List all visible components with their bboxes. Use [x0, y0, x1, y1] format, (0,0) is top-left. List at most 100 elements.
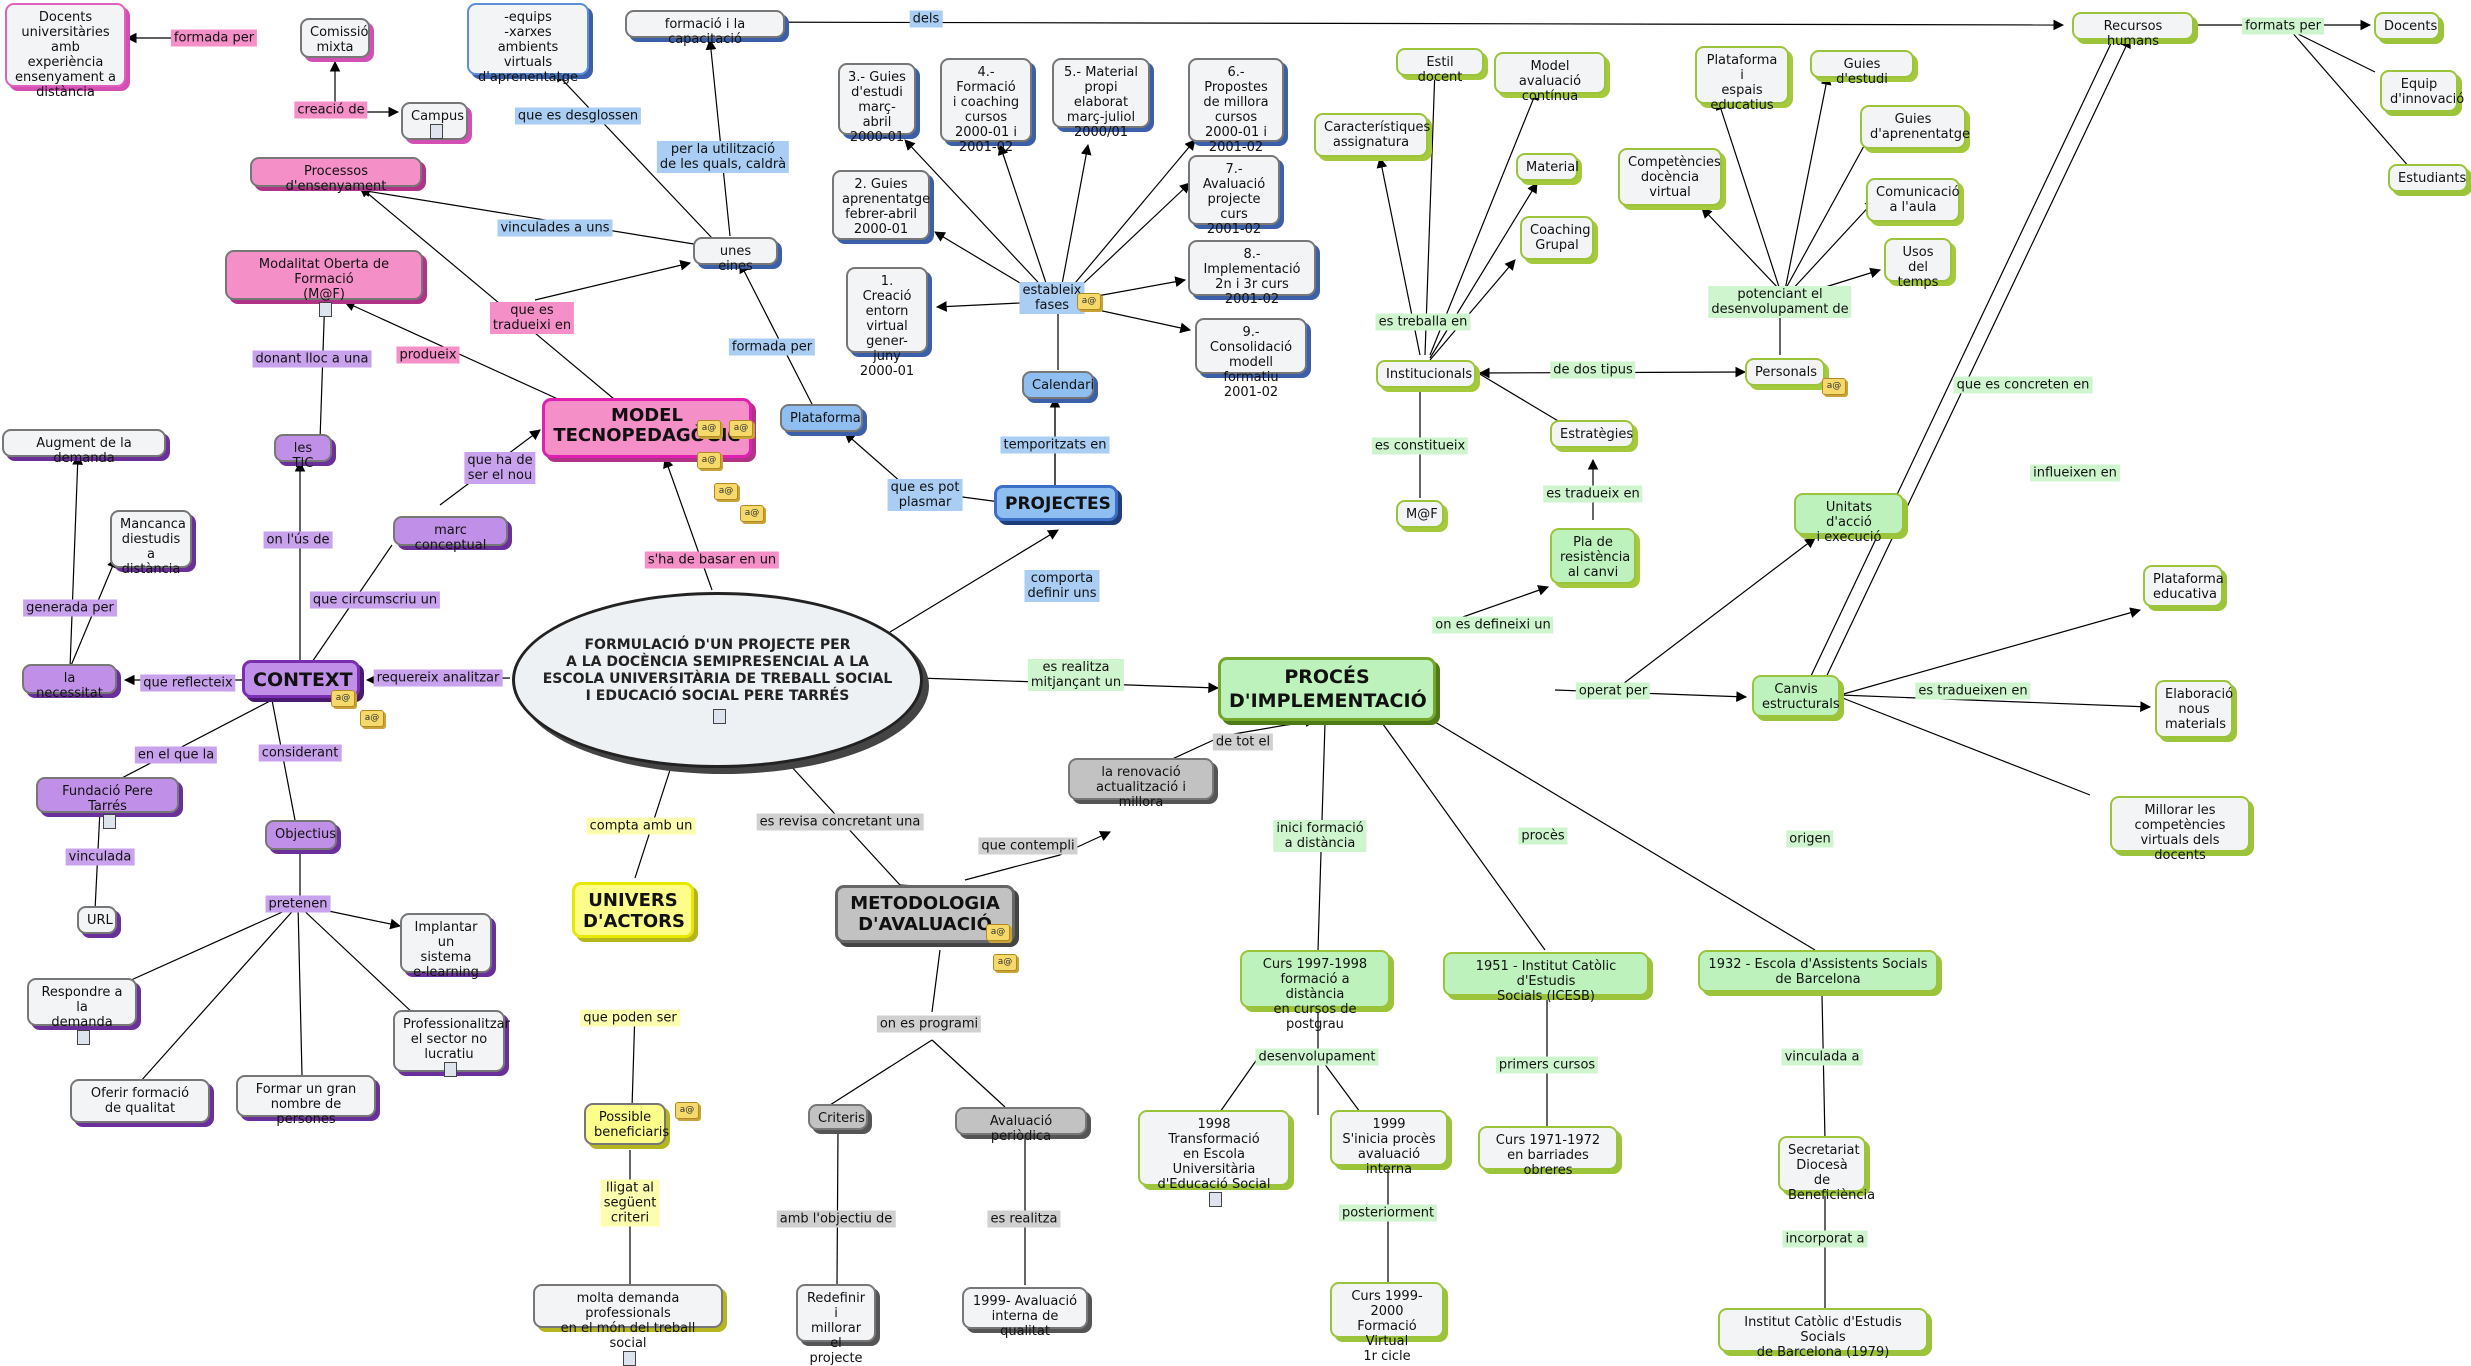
document-icon[interactable]: [77, 1030, 90, 1045]
projectes-node[interactable]: PROJECTES: [994, 485, 1118, 521]
objectius-node[interactable]: Objectius: [265, 820, 337, 850]
unes-eines-node[interactable]: unes eines: [693, 237, 778, 274]
demanda-professionals-node[interactable]: molta demanda professionals en el món de…: [533, 1284, 723, 1366]
millorar-competencies-node[interactable]: Millorar les competències virtuals dels …: [2110, 796, 2250, 863]
oferir-node[interactable]: Oferir formació de qualitat: [70, 1079, 210, 1123]
campus-node[interactable]: Campus: [401, 102, 468, 140]
model-avaluacio-node[interactable]: Model avaluació contínua: [1494, 52, 1606, 104]
criteris-node[interactable]: Criteris: [808, 1104, 868, 1130]
attachment-icon[interactable]: a@: [993, 954, 1017, 971]
processos-ensenyament-node[interactable]: Processos d'ensenyament: [250, 157, 422, 194]
comissio-mixta-node[interactable]: Comissió mixta: [300, 18, 370, 58]
fase-5-node[interactable]: 5.- Material propi elaborat març-juliol …: [1052, 58, 1150, 140]
professionalitzar-node[interactable]: Professionalitzar el sector no lucratiu: [393, 1010, 510, 1077]
necessitat-node[interactable]: la necessitat: [22, 664, 117, 701]
proces-implementacio-node[interactable]: PROCÉS D'IMPLEMENTACIÓ: [1218, 657, 1436, 721]
attachment-icon[interactable]: a@: [697, 452, 721, 469]
equips-node[interactable]: -equips -xarxes ambients virtuals d'apre…: [467, 3, 589, 85]
univers-actors-node[interactable]: UNIVERS D'ACTORS: [572, 882, 694, 938]
escola-1932-node[interactable]: 1932 - Escola d'Assistents Socials de Ba…: [1698, 950, 1938, 992]
respondre-node[interactable]: Respondre a la demanda: [27, 978, 137, 1045]
fase-3-node[interactable]: 3.- Guies d'estudi març-abril 2000-01: [838, 63, 916, 145]
document-icon[interactable]: [1209, 1192, 1222, 1207]
equip-innovacio-node[interactable]: Equip d'innovació: [2380, 70, 2464, 112]
caracteristiques-node[interactable]: Característiques assignatura: [1314, 113, 1430, 157]
usos-temps-node[interactable]: Usos del temps: [1884, 238, 1952, 290]
fase-6-node[interactable]: 6.- Propostes de millora cursos 2000-01 …: [1188, 58, 1284, 155]
url-node[interactable]: URL: [77, 906, 117, 934]
pla-resistencia-node[interactable]: Pla de resistència al canvi: [1550, 528, 1636, 584]
document-icon[interactable]: [623, 1351, 636, 1366]
formar-node[interactable]: Formar un gran nombre de persones: [236, 1075, 376, 1127]
attachment-icon[interactable]: a@: [714, 483, 738, 500]
attachment-icon[interactable]: a@: [986, 924, 1010, 941]
fase-7-node[interactable]: 7.- Avaluació projecte curs 2001-02: [1188, 155, 1280, 237]
mf-node[interactable]: M@F: [1396, 500, 1444, 528]
mof-node[interactable]: Modalitat Oberta de Formació (M@F): [225, 250, 423, 317]
plataforma-educativa-node[interactable]: Plataforma educativa: [2143, 565, 2224, 607]
attachment-icon[interactable]: a@: [1077, 293, 1101, 310]
guies-aprenentatge-node[interactable]: Guies d'aprenentatge: [1860, 105, 1970, 149]
fundacio-node[interactable]: Fundació Pere Tarrés: [36, 777, 179, 829]
plataforma-blue-node[interactable]: Plataforma: [780, 404, 863, 432]
document-icon[interactable]: [319, 302, 332, 317]
curs-1971-node[interactable]: Curs 1971-1972 en barriades obreres: [1478, 1126, 1618, 1178]
docents-node[interactable]: Docents: [2374, 12, 2440, 40]
avaluacio-1999-node[interactable]: 1999- Avaluació interna de qualitat: [962, 1287, 1088, 1339]
link-label-es-realitza: es realitza: [987, 1210, 1061, 1228]
icesb-1951-node[interactable]: 1951 - Institut Catòlic d'Estudis Social…: [1443, 952, 1649, 1004]
personals-node[interactable]: Personals: [1745, 358, 1825, 386]
guies-estudi-node[interactable]: Guies d'estudi: [1810, 50, 1914, 87]
fase-9-node[interactable]: 9.- Consolidació modell formatiu 2001-02: [1195, 318, 1307, 400]
mancanca-node[interactable]: Mancanca diestudis a distància: [110, 510, 192, 577]
marc-conceptual-node[interactable]: marc conceptual: [393, 516, 508, 553]
avaluacio-1999-inici-node[interactable]: 1999 S'inicia procès avaluació interna: [1330, 1110, 1448, 1177]
comunicacio-node[interactable]: Comunicació a l'aula: [1866, 178, 1960, 222]
estil-docent-node[interactable]: Estil docent: [1396, 48, 1484, 85]
calendari-node[interactable]: Calendari: [1022, 371, 1094, 399]
link-label-poden-ser: que poden ser: [580, 1009, 680, 1027]
document-icon[interactable]: [102, 814, 116, 829]
docents-universitaries-node[interactable]: Docents universitàries amb experiència e…: [5, 3, 126, 100]
institucionals-node[interactable]: Institucionals: [1376, 360, 1476, 388]
attachment-icon[interactable]: a@: [1822, 378, 1846, 395]
material-node[interactable]: Material: [1516, 153, 1579, 181]
document-icon[interactable]: [444, 1062, 457, 1077]
competencies-node[interactable]: Competències docència virtual: [1618, 148, 1722, 206]
estudiants-node[interactable]: Estudiants: [2388, 164, 2468, 192]
beneficiaris-node[interactable]: Possible beneficiaris: [584, 1103, 669, 1145]
fase-2-node[interactable]: 2. Guies aprenentatge febrer-abril 2000-…: [832, 170, 930, 240]
redefinir-node[interactable]: Redefinir i millorar el projecte: [796, 1284, 876, 1366]
attachment-icon[interactable]: a@: [740, 505, 764, 522]
institut-1979-node[interactable]: Institut Catòlic d'Estudis Socials de Ba…: [1718, 1308, 1928, 1360]
recursos-humans-node[interactable]: Recursos humans: [2072, 12, 2194, 49]
attachment-icon[interactable]: a@: [675, 1102, 699, 1119]
fase-4-node[interactable]: 4.- Formació i coaching cursos 2000-01 i…: [940, 58, 1032, 155]
transformacio-1998-node[interactable]: 1998 Transformació en Escola Universitàr…: [1138, 1110, 1290, 1207]
coaching-node[interactable]: Coaching Grupal: [1520, 216, 1594, 260]
estrategies-node[interactable]: Estratègies: [1550, 420, 1634, 448]
attachment-icon[interactable]: a@: [331, 690, 355, 707]
unitats-accio-node[interactable]: Unitats d'acció i execució: [1794, 493, 1904, 545]
attachment-icon[interactable]: a@: [697, 420, 721, 437]
plataforma-espais-node[interactable]: Plataforma i espais educatius: [1695, 46, 1789, 113]
central-topic-node[interactable]: FORMULACIÓ D'UN PROJECTE PER A LA DOCÈNC…: [512, 592, 923, 768]
augment-demanda-node[interactable]: Augment de la demanda: [2, 429, 166, 466]
fase-8-node[interactable]: 8.- Implementació 2n i 3r curs 2001-02: [1188, 240, 1316, 307]
avaluacio-periodica-node[interactable]: Avaluació periòdica: [955, 1107, 1087, 1144]
formacio-capacitacio-node[interactable]: formació i la capacitació: [625, 10, 785, 47]
fase-1-node[interactable]: 1. Creació entorn virtual gener-juny 200…: [846, 267, 928, 379]
canvis-estructurals-node[interactable]: Canvis estructurals: [1752, 675, 1840, 717]
implantar-node[interactable]: Implantar un sistema e-learning: [400, 913, 492, 980]
les-tic-node[interactable]: les TIC: [274, 434, 332, 471]
attachment-icon[interactable]: a@: [729, 420, 753, 437]
document-icon[interactable]: [712, 708, 726, 724]
metodologia-node[interactable]: METODOLOGIA D'AVALUACIÓ: [835, 885, 1015, 943]
secretariat-node[interactable]: Secretariat Diocesà de Beneficiència: [1778, 1136, 1875, 1203]
curs-1999-node[interactable]: Curs 1999-2000 Formació Virtual 1r cicle: [1330, 1282, 1444, 1364]
document-icon[interactable]: [429, 124, 443, 139]
elaboracio-materials-node[interactable]: Elaboració nous materials: [2155, 680, 2233, 738]
renovacio-node[interactable]: la renovació actualització i millora: [1068, 758, 1214, 810]
curs-1997-node[interactable]: Curs 1997-1998 formació a distància en c…: [1240, 950, 1390, 1032]
attachment-icon[interactable]: a@: [360, 710, 384, 727]
